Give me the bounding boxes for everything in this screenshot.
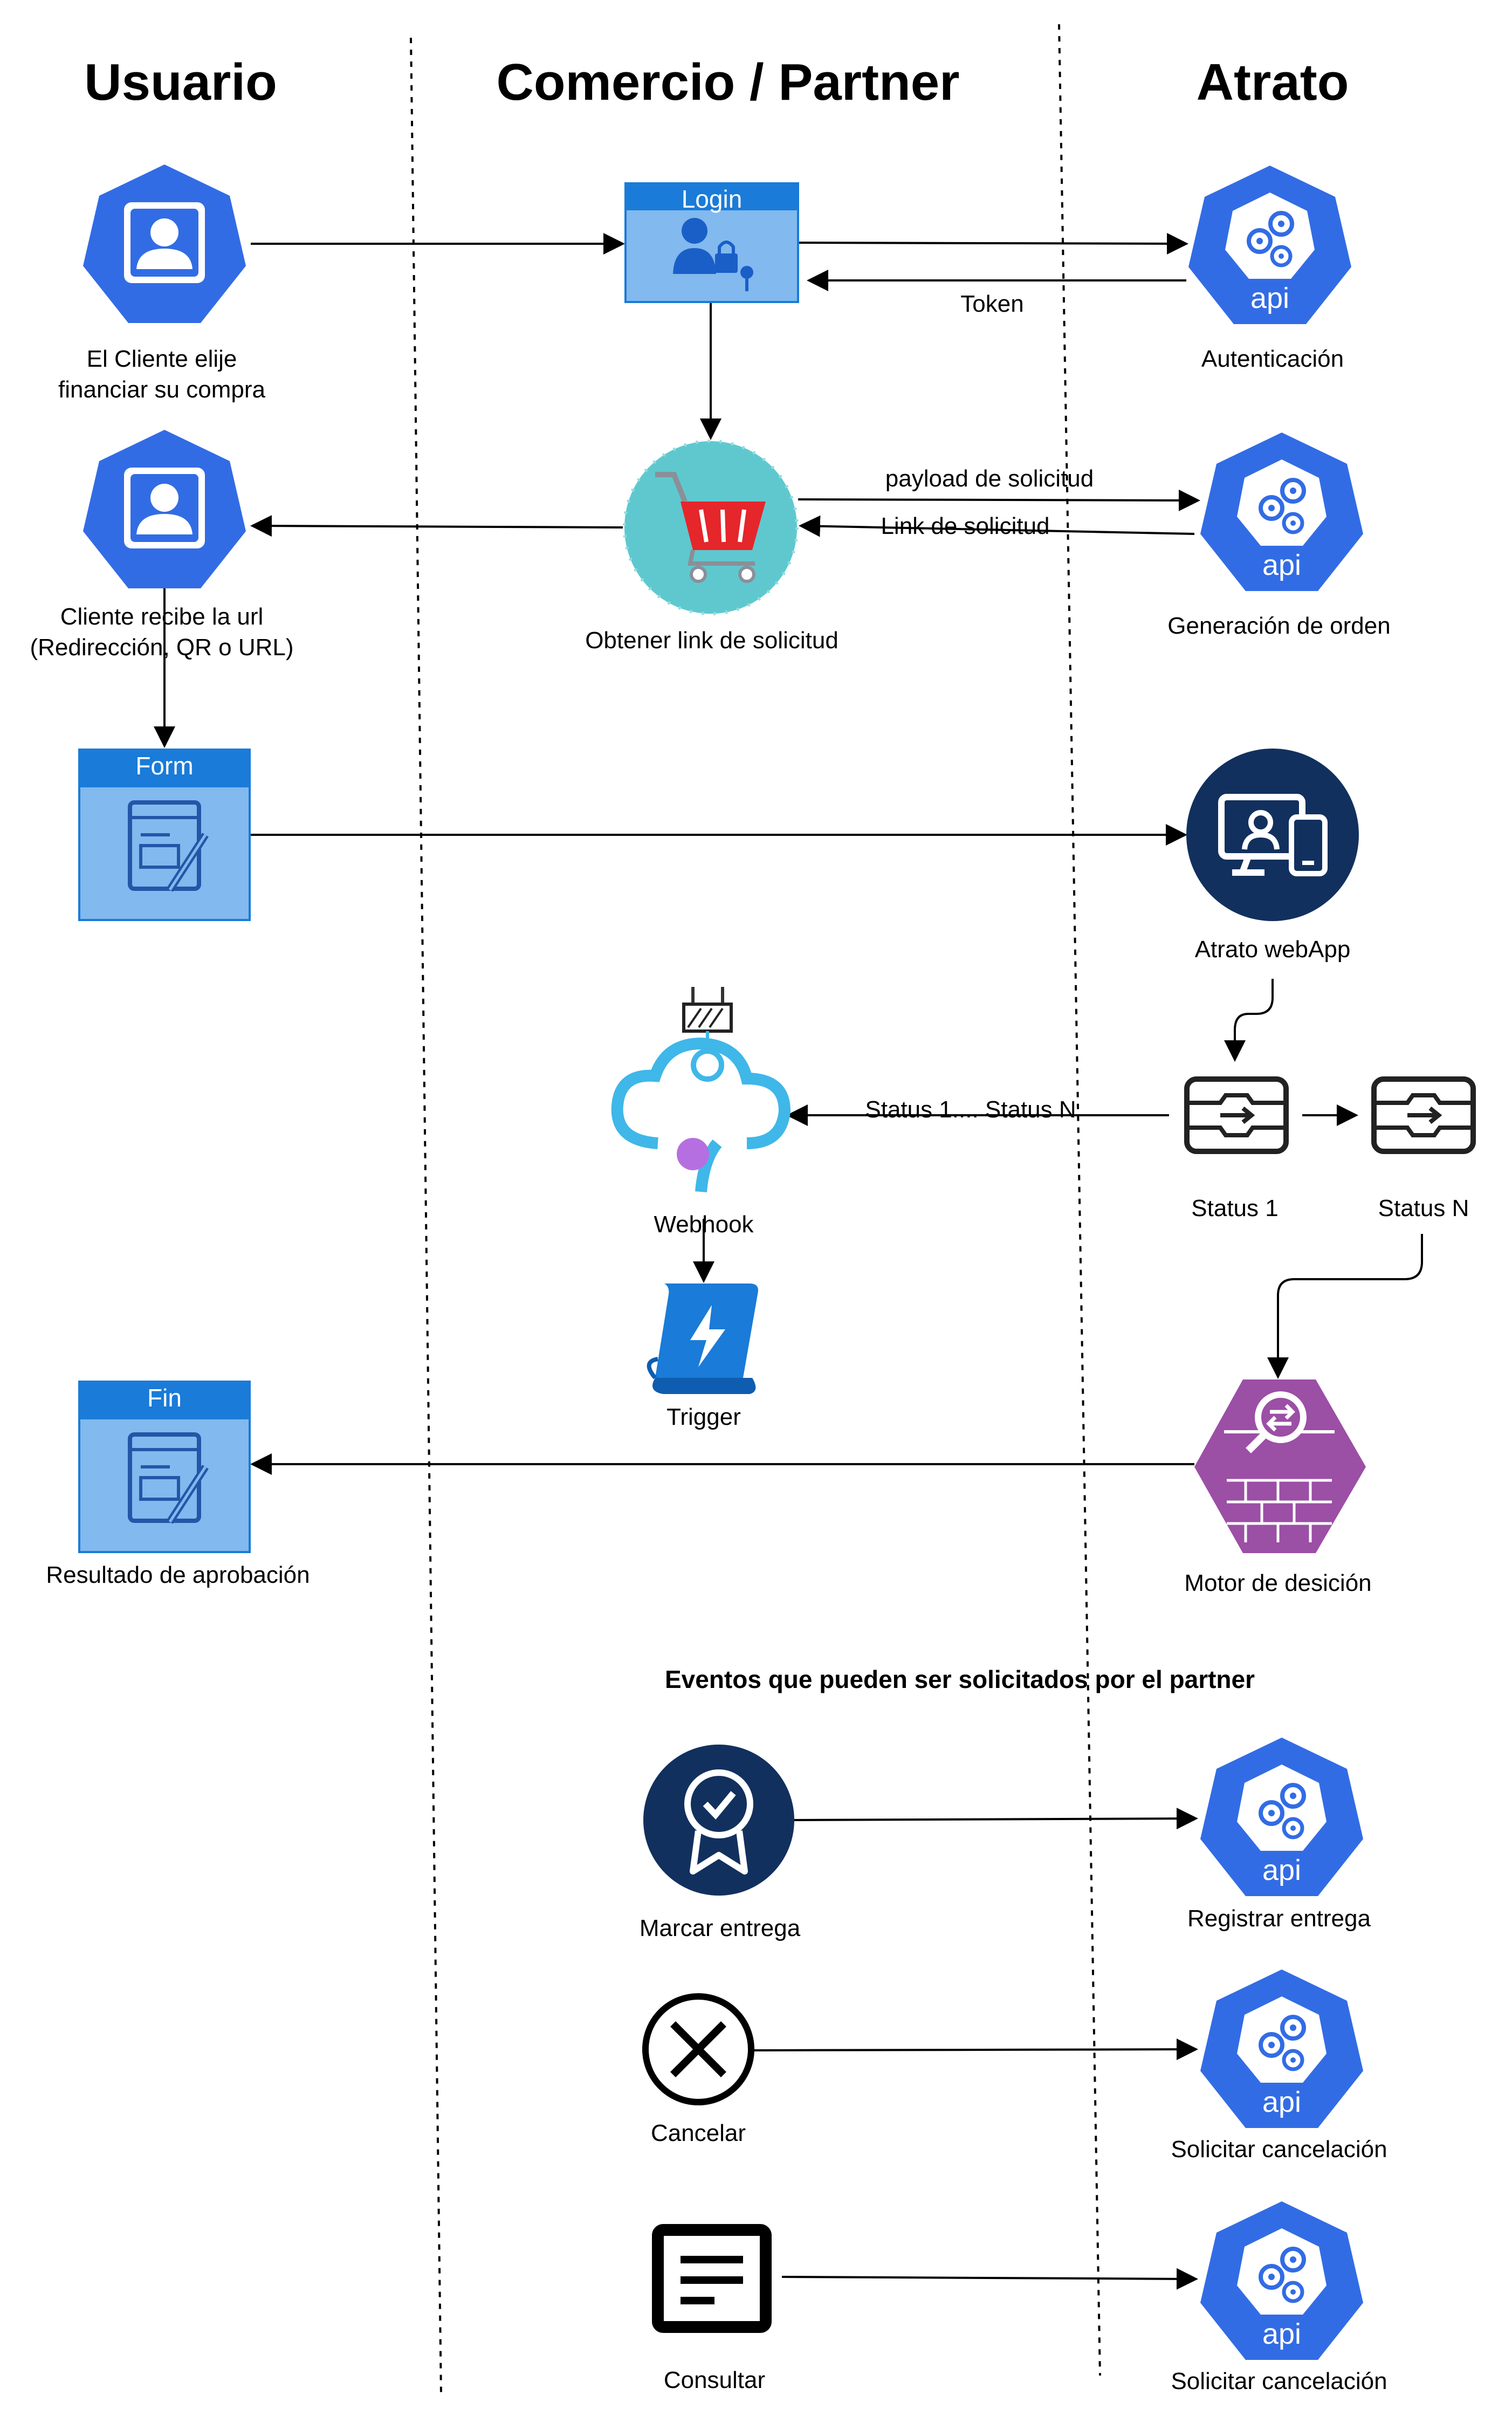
node-form[interactable]: Form xyxy=(79,750,250,920)
fin-label: Resultado de aprobación xyxy=(46,1562,310,1588)
user-icon xyxy=(83,164,246,323)
cliente-recibe-line1: Cliente recibe la url xyxy=(60,603,264,630)
fin-title: Fin xyxy=(147,1384,182,1412)
node-webapp[interactable]: Atrato webApp xyxy=(1186,749,1359,963)
api-icon xyxy=(1200,1738,1363,1896)
edges xyxy=(154,232,1423,2290)
api-icon xyxy=(1200,2201,1363,2360)
node-obtener-link[interactable]: Obtener link de solicitud xyxy=(585,440,839,654)
node-generacion-orden[interactable]: Generación de orden xyxy=(1167,433,1391,639)
autenticacion-label: Autenticación xyxy=(1201,346,1344,372)
cancel-x-icon xyxy=(642,1993,754,2105)
registrar-entrega-label: Registrar entrega xyxy=(1187,1905,1371,1932)
node-webhook[interactable]: Webhook xyxy=(611,987,791,1238)
webhook-cloud-icon xyxy=(611,987,791,1193)
node-status-1[interactable]: Status 1 xyxy=(1187,1079,1286,1221)
status-switch-icon xyxy=(1187,1079,1286,1151)
form-title: Form xyxy=(135,752,193,780)
node-cancelar[interactable]: Cancelar xyxy=(642,1993,754,2146)
shopping-cart-icon xyxy=(623,440,799,615)
node-trigger[interactable]: Trigger xyxy=(647,1283,758,1430)
status-switch-icon xyxy=(1374,1079,1473,1151)
webhook-label: Webhook xyxy=(654,1211,754,1238)
node-fin[interactable]: Fin Resultado de aprobación xyxy=(46,1382,310,1588)
node-cliente-recibe[interactable]: Cliente recibe la url (Redirección, QR o… xyxy=(30,430,294,661)
node-cliente-elije[interactable]: El Cliente elije financiar su compra xyxy=(58,164,266,403)
login-title: Login xyxy=(682,185,743,213)
edge-label-payload: payload de solicitud xyxy=(885,465,1094,492)
award-badge-icon xyxy=(643,1745,794,1896)
lane-divider-right xyxy=(1058,24,1101,2376)
edge-entrega xyxy=(792,1808,1198,1830)
node-consultar[interactable]: Consultar xyxy=(652,2224,772,2393)
node-autenticacion[interactable]: Autenticación xyxy=(1188,166,1351,372)
edge-login-auth xyxy=(798,232,1188,255)
cliente-recibe-line2: (Redirección, QR o URL) xyxy=(30,634,293,661)
cliente-elije-line2: financiar su compra xyxy=(58,376,265,403)
solicitar-cancelacion-1-label: Solicitar cancelación xyxy=(1171,2136,1387,2163)
cancelar-label: Cancelar xyxy=(651,2120,746,2146)
node-marcar-entrega[interactable]: Marcar entrega xyxy=(640,1745,801,1941)
api-icon xyxy=(1200,433,1363,591)
node-registrar-entrega[interactable]: Registrar entrega xyxy=(1187,1738,1371,1932)
user-icon xyxy=(83,430,246,588)
lane-header-comercio: Comercio / Partner xyxy=(497,53,960,111)
edge-label-status-range: Status 1.... Status N xyxy=(865,1096,1076,1123)
consultar-label: Consultar xyxy=(664,2367,765,2393)
devices-icon xyxy=(1186,749,1359,921)
user-lock-icon xyxy=(673,218,753,291)
webapp-label: Atrato webApp xyxy=(1195,936,1351,963)
lane-header-atrato: Atrato xyxy=(1197,53,1349,111)
generacion-orden-label: Generación de orden xyxy=(1167,613,1390,639)
edge-webapp-status xyxy=(1224,979,1274,1062)
motor-label: Motor de desición xyxy=(1184,1570,1371,1596)
api-icon xyxy=(1188,166,1351,324)
marcar-entrega-label: Marcar entrega xyxy=(640,1915,801,1941)
trigger-label: Trigger xyxy=(666,1404,741,1430)
edge-statusn-motor xyxy=(1267,1234,1423,1379)
edge-consultar xyxy=(781,2268,1198,2290)
node-motor[interactable]: Motor de desición xyxy=(1184,1379,1372,1596)
document-lines-icon xyxy=(652,2224,772,2333)
decision-engine-icon xyxy=(1194,1379,1366,1553)
lane-divider-left xyxy=(410,37,442,2395)
node-solicitar-cancelacion-1[interactable]: Solicitar cancelación xyxy=(1171,1969,1387,2163)
lane-header-usuario: Usuario xyxy=(84,53,277,111)
edge-label-token: Token xyxy=(960,291,1023,317)
edge-link-cliente xyxy=(250,515,623,537)
events-title: Eventos que pueden ser solicitados por e… xyxy=(665,1665,1255,1693)
solicitar-cancelacion-2-label: Solicitar cancelación xyxy=(1171,2368,1387,2394)
status-1-label: Status 1 xyxy=(1191,1195,1278,1221)
edge-payload xyxy=(798,489,1200,511)
edge-label-link: Link de solicitud xyxy=(881,513,1049,539)
status-n-label: Status N xyxy=(1378,1195,1469,1221)
api-icon xyxy=(1200,1969,1363,2128)
edge-cancelar xyxy=(752,2038,1198,2061)
login-header xyxy=(626,183,798,210)
node-login[interactable]: Login xyxy=(624,182,799,303)
cliente-elije-line1: El Cliente elije xyxy=(87,346,237,372)
node-solicitar-cancelacion-2[interactable]: Solicitar cancelación xyxy=(1171,2201,1387,2394)
trigger-lightning-icon xyxy=(647,1283,758,1394)
obtener-link-label: Obtener link de solicitud xyxy=(585,627,839,654)
edge-link-solicitud xyxy=(799,515,1195,537)
node-status-n[interactable]: Status N xyxy=(1374,1079,1473,1221)
